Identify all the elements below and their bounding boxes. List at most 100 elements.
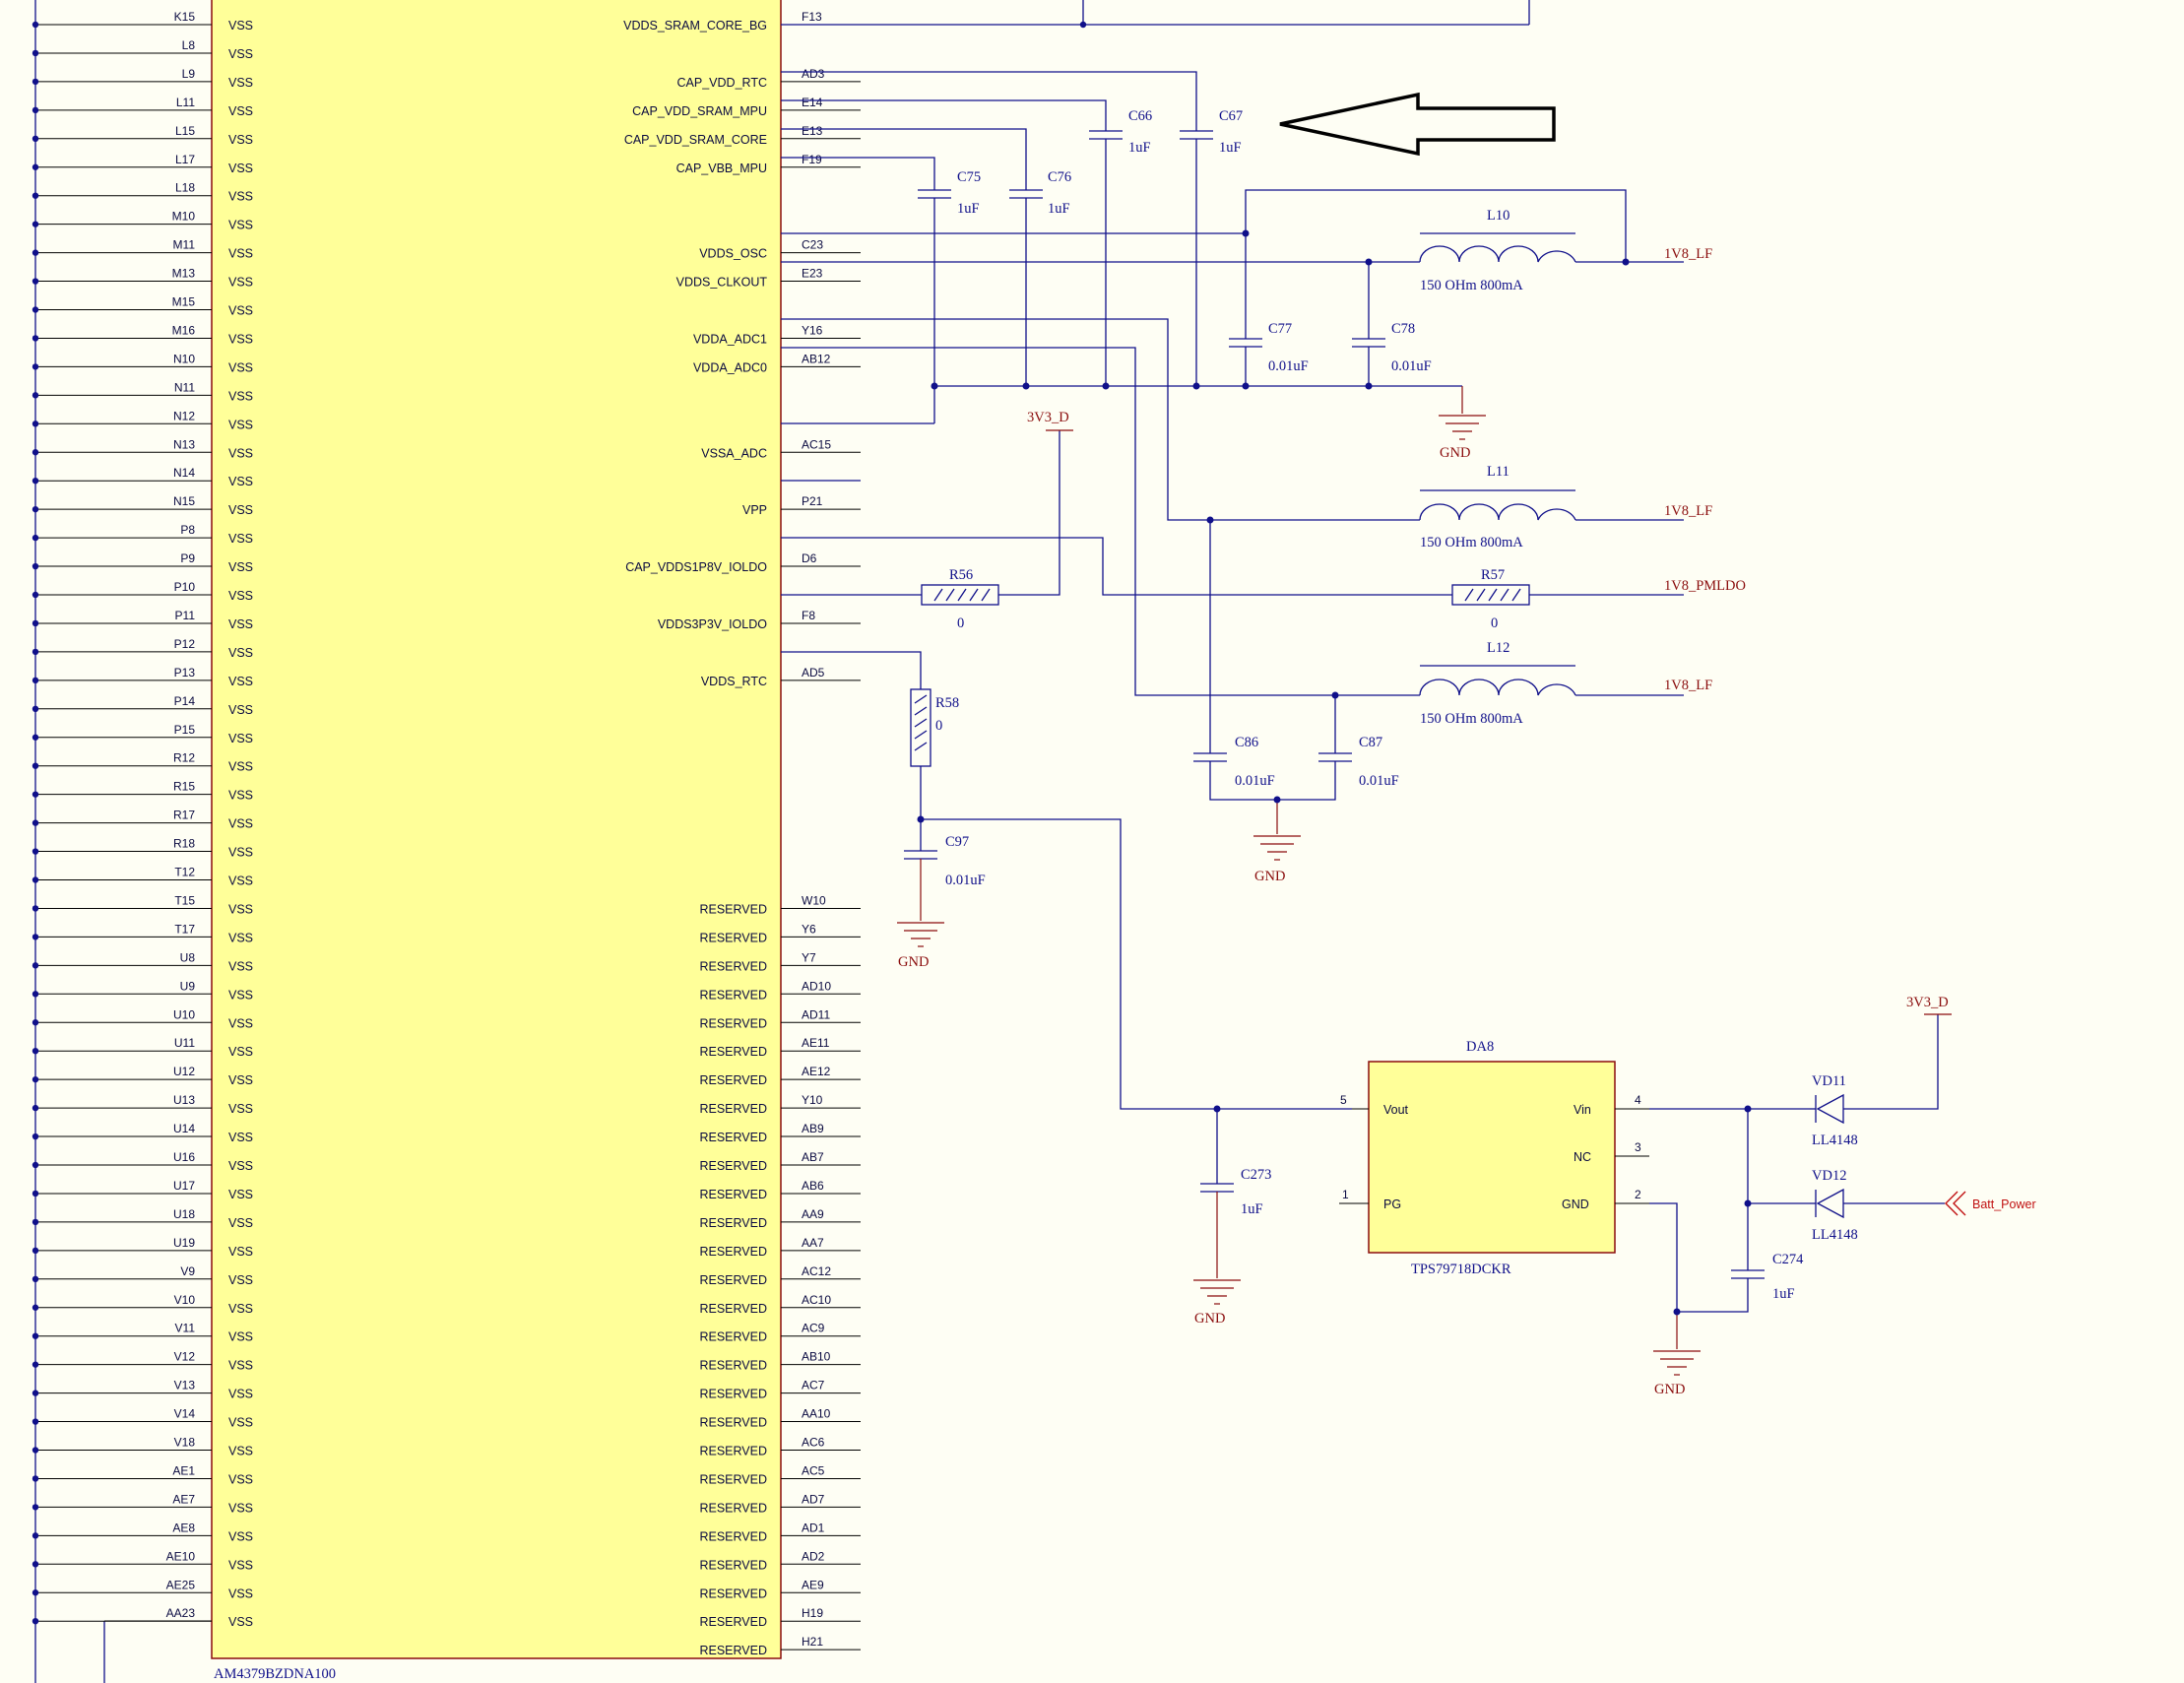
junction-dot xyxy=(32,534,39,542)
c97-ref: C97 xyxy=(945,834,969,850)
l11-inductor[interactable] xyxy=(1419,489,1576,521)
left-pin-number: M15 xyxy=(172,295,196,309)
left-pin-number: V9 xyxy=(180,1264,195,1278)
left-pin-number: N13 xyxy=(173,437,195,451)
right-pin-number: E23 xyxy=(802,267,823,281)
c97-val: 0.01uF xyxy=(945,873,986,888)
left-pin-number: R15 xyxy=(173,780,195,794)
left-pin-number: T15 xyxy=(174,893,195,907)
left-pin-number: AE8 xyxy=(172,1521,195,1534)
right-pin-name: RESERVED xyxy=(699,1073,767,1087)
vd12-diode[interactable] xyxy=(1810,1188,1844,1219)
l12-inductor[interactable] xyxy=(1419,665,1576,696)
left-pin-number: V18 xyxy=(174,1436,196,1450)
right-pin-number: AA7 xyxy=(802,1236,824,1250)
c274-capacitor[interactable] xyxy=(1731,1269,1765,1279)
c75-capacitor[interactable] xyxy=(918,189,951,199)
batt-power-port[interactable] xyxy=(1945,1191,1966,1216)
c273-capacitor[interactable] xyxy=(1200,1183,1234,1193)
r57-ref: R57 xyxy=(1481,567,1505,583)
c273-val: 1uF xyxy=(1241,1201,1263,1217)
left-pin-number: R12 xyxy=(173,751,195,765)
c86-ref: C86 xyxy=(1235,735,1258,750)
c75-val: 1uF xyxy=(957,201,980,217)
junction-dot xyxy=(32,648,39,656)
r58-resistor[interactable] xyxy=(910,688,931,767)
right-pin-name: RESERVED xyxy=(699,1102,767,1116)
l10-inductor[interactable] xyxy=(1419,232,1576,263)
left-pin-number: AE7 xyxy=(172,1492,195,1506)
c78-capacitor[interactable] xyxy=(1352,338,1385,348)
r57-resistor[interactable] xyxy=(1451,584,1530,606)
right-pin-number: AC5 xyxy=(802,1463,825,1477)
left-pin-number: T12 xyxy=(174,866,195,879)
r56-resistor[interactable] xyxy=(921,584,999,606)
c66-capacitor[interactable] xyxy=(1089,130,1123,140)
left-pin-name: VSS xyxy=(228,360,253,374)
right-pin-name: RESERVED xyxy=(699,1558,767,1572)
right-pin-name: RESERVED xyxy=(699,1188,767,1201)
junction-dot xyxy=(32,848,39,855)
right-pin-name: RESERVED xyxy=(699,1159,767,1173)
right-pin-number: AD2 xyxy=(802,1549,825,1563)
junction-dot xyxy=(32,1275,39,1283)
left-pin-name: VSS xyxy=(228,1586,253,1600)
left-pin-number: V10 xyxy=(174,1293,196,1307)
junction-dot xyxy=(32,192,39,199)
left-pin-name: VSS xyxy=(228,276,253,290)
left-pin-number: U18 xyxy=(173,1207,195,1221)
c77-capacitor[interactable] xyxy=(1229,338,1262,348)
junction-dot xyxy=(32,106,39,114)
left-pin-name: VSS xyxy=(228,1388,253,1401)
right-pin-name: RESERVED xyxy=(699,1586,767,1600)
chip-part-label: AM4379BZDNA100 xyxy=(214,1666,336,1682)
vd12-val: LL4148 xyxy=(1812,1227,1858,1243)
c67-ref: C67 xyxy=(1219,108,1243,124)
left-pin-number: P8 xyxy=(180,523,195,537)
c67-capacitor[interactable] xyxy=(1180,130,1213,140)
cap-vbb-mpu-wire xyxy=(781,157,935,190)
l12-ref: L12 xyxy=(1487,640,1510,656)
c86-capacitor[interactable] xyxy=(1193,752,1227,762)
left-pin-name: VSS xyxy=(228,19,253,32)
da8-regulator-ic[interactable] xyxy=(1368,1061,1616,1254)
right-pin-name: RESERVED xyxy=(699,1529,767,1543)
left-pin-number: V11 xyxy=(175,1322,196,1335)
vd11-diode[interactable] xyxy=(1810,1093,1844,1125)
c87-capacitor[interactable] xyxy=(1318,752,1352,762)
c97-capacitor[interactable] xyxy=(904,850,937,860)
left-pin-name: VSS xyxy=(228,1529,253,1543)
left-pin-name: VSS xyxy=(228,332,253,346)
junction-dot xyxy=(32,78,39,86)
net-1v8-pmldo-label: 1V8_PMLDO xyxy=(1664,578,1746,594)
right-pin-number: AB12 xyxy=(802,352,831,365)
junction-dot xyxy=(32,363,39,370)
osc-loop-wire xyxy=(1245,189,1627,262)
right-pin-name: RESERVED xyxy=(699,1045,767,1059)
right-pin-name: VPP xyxy=(742,503,767,517)
right-pin-number: AB7 xyxy=(802,1150,824,1164)
vd11-val: LL4148 xyxy=(1812,1133,1858,1148)
right-pin-name: RESERVED xyxy=(699,902,767,916)
l11-ref: L11 xyxy=(1487,464,1510,480)
l10-ref: L10 xyxy=(1487,208,1510,224)
right-pin-number: AD7 xyxy=(802,1492,825,1506)
da8-pin-num-3: 3 xyxy=(1635,1140,1641,1154)
left-pin-number: L9 xyxy=(182,67,196,81)
net-1v8-lf-label-3: 1V8_LF xyxy=(1664,678,1712,693)
right-pin-number: D6 xyxy=(802,551,817,565)
junction-dot xyxy=(32,1475,39,1482)
r58-val: 0 xyxy=(935,718,942,734)
chip-body xyxy=(211,0,782,1659)
da8-pin-pg: PG xyxy=(1383,1198,1401,1211)
c76-capacitor[interactable] xyxy=(1009,189,1043,199)
junction-dot xyxy=(32,1304,39,1311)
right-pin-name: RESERVED xyxy=(699,1388,767,1401)
left-pin-name: VSS xyxy=(228,789,253,803)
junction-dot xyxy=(32,478,39,485)
da8-pin-vin: Vin xyxy=(1574,1103,1591,1117)
left-pin-name: VSS xyxy=(228,1216,253,1230)
left-pin-name: VSS xyxy=(228,589,253,603)
left-pin-name: VSS xyxy=(228,104,253,118)
